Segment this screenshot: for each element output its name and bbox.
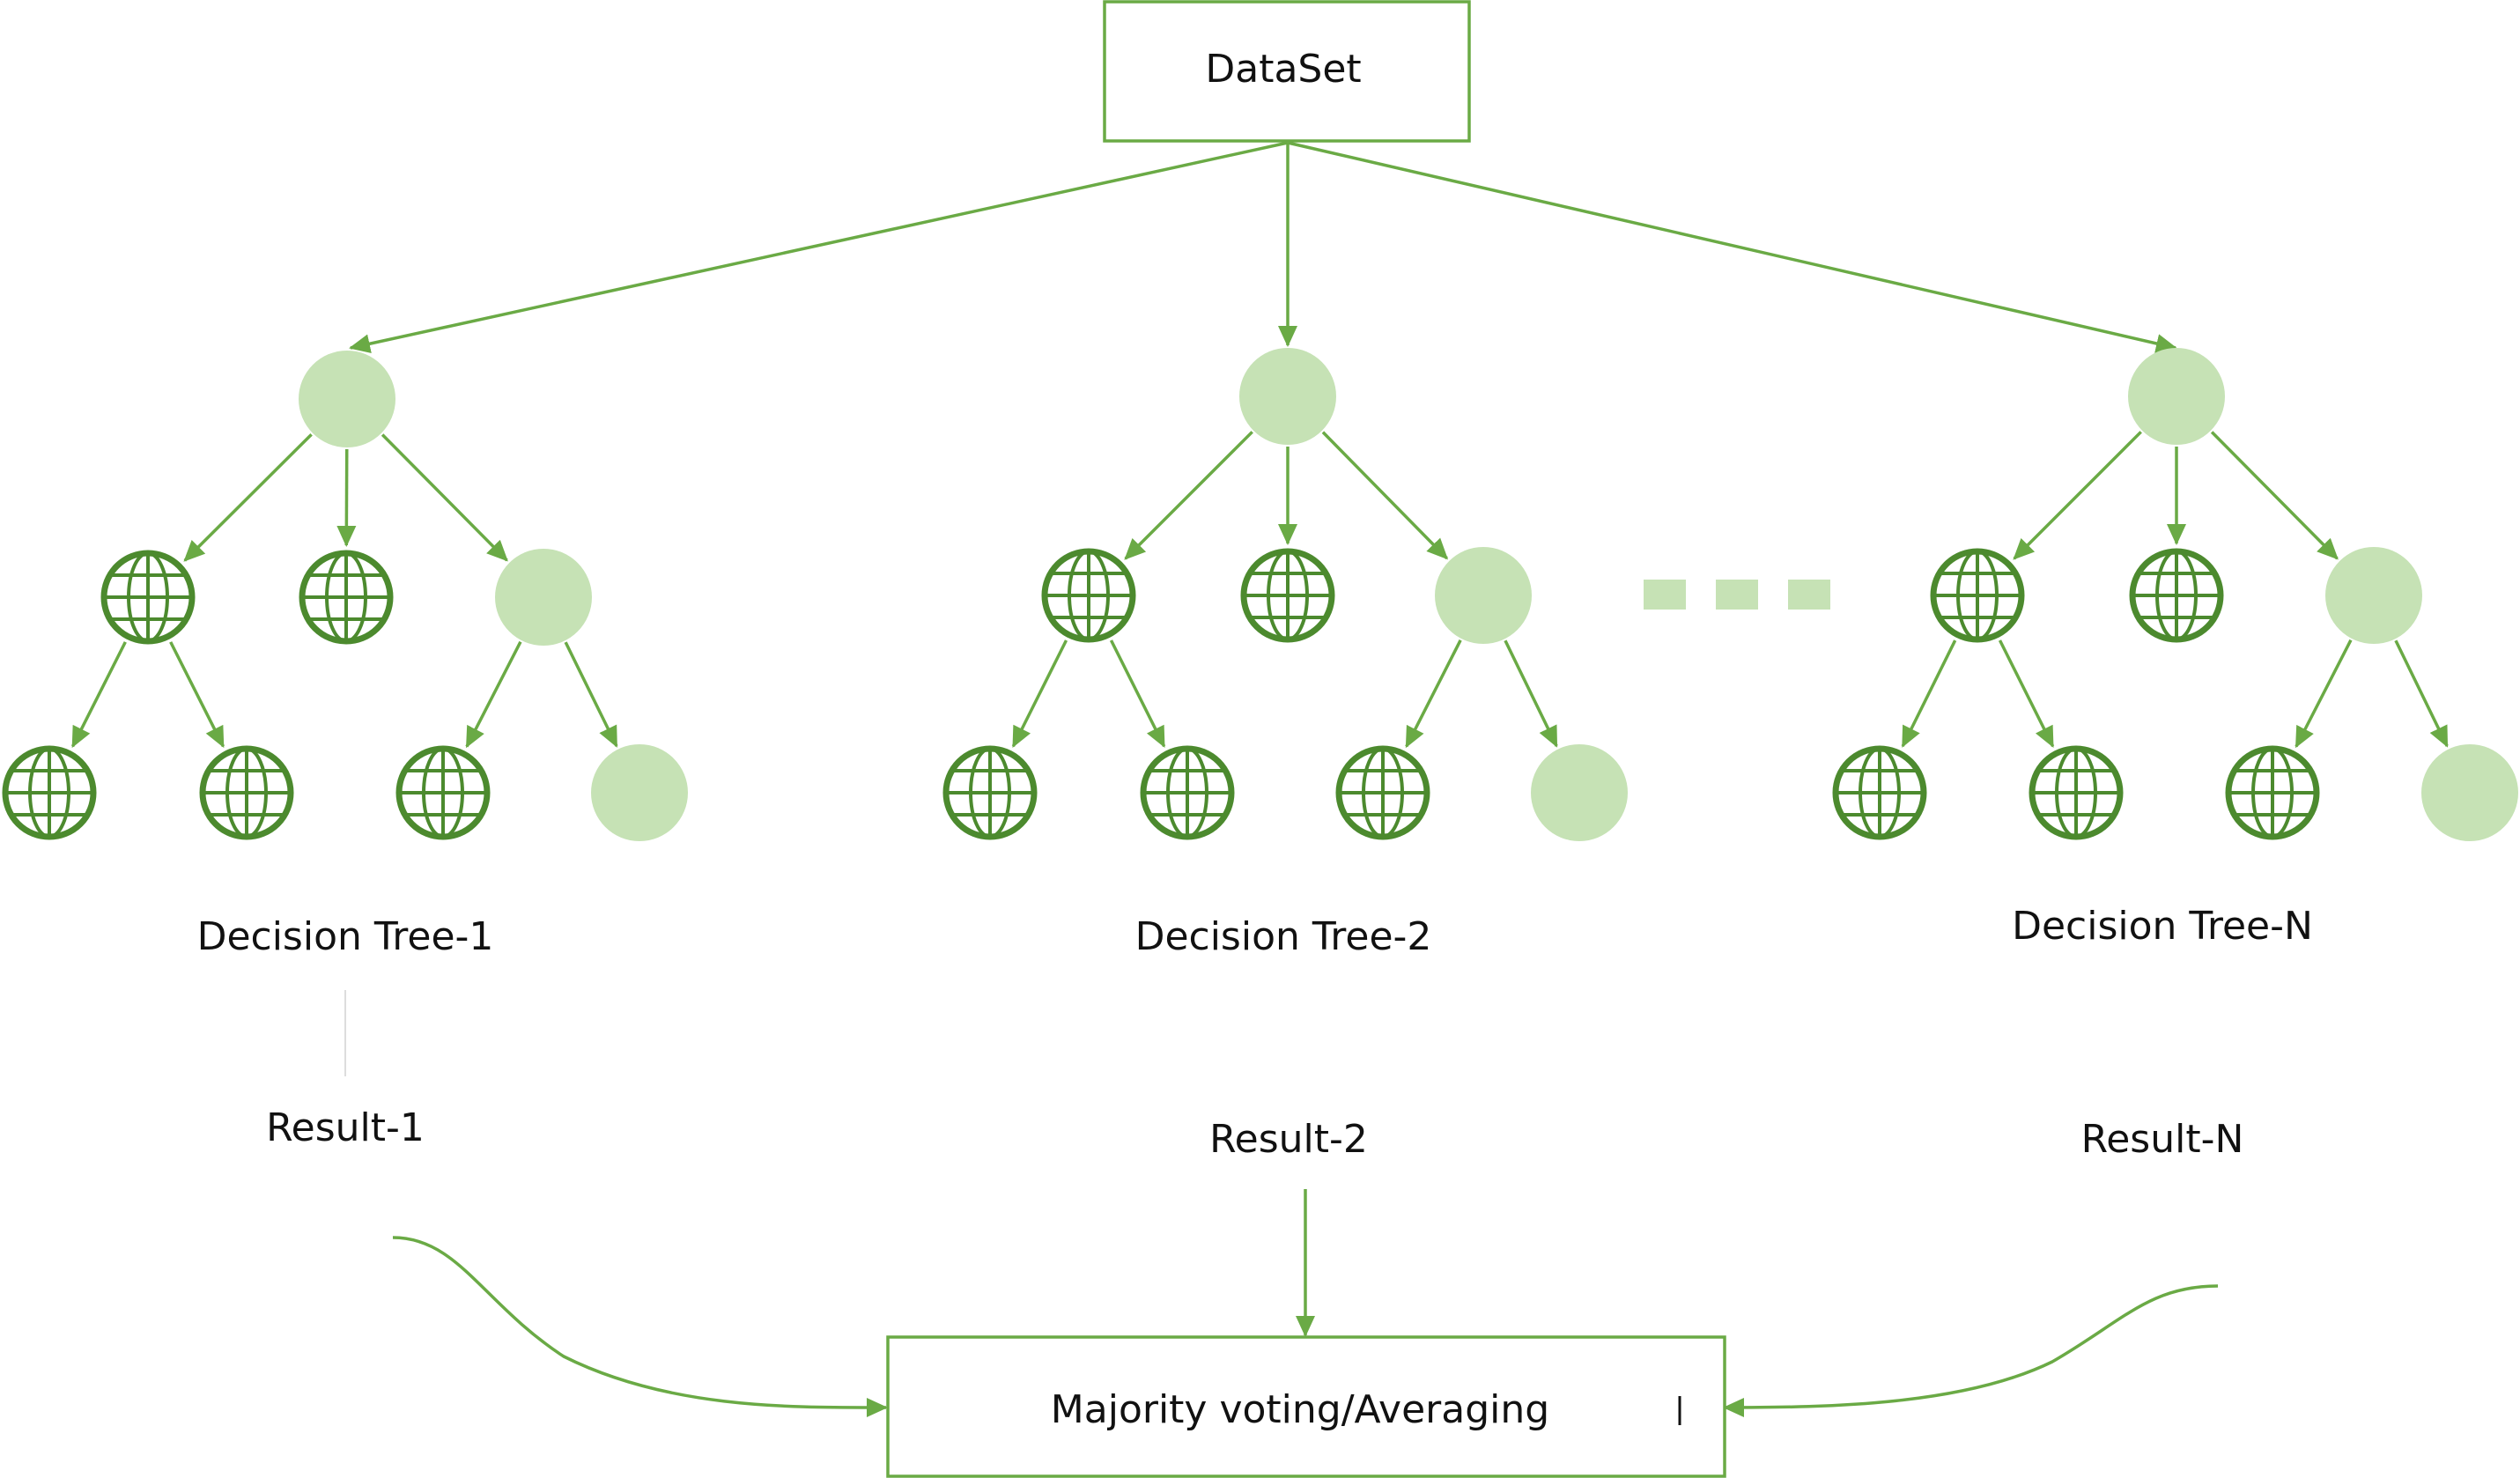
tree-edge <box>1124 431 1253 560</box>
leaf-node <box>1531 744 1628 841</box>
globe-icon <box>299 550 394 645</box>
ellipsis-dash <box>1716 580 1758 610</box>
internal-node <box>1435 547 1532 644</box>
tree-edge <box>183 432 313 562</box>
root-node <box>2128 348 2225 445</box>
tree-edge <box>381 433 508 562</box>
leaf-node <box>2421 744 2518 841</box>
tree-edge <box>2295 639 2353 749</box>
tree-edge <box>1405 639 1462 749</box>
globe-icon <box>2029 745 2124 840</box>
root-node <box>299 351 395 447</box>
tree-edge <box>2013 431 2142 560</box>
globe-icon <box>1335 745 1430 840</box>
result-edges <box>392 1189 2219 1418</box>
tree-edge <box>564 641 618 748</box>
tree-edge <box>1901 639 1957 748</box>
ellipsis-dash <box>1644 580 1686 610</box>
tree-edge <box>1109 639 1166 749</box>
internal-node <box>495 549 592 646</box>
globe-icon <box>2129 548 2224 643</box>
globe-icon <box>1240 548 1335 643</box>
internal-node <box>2325 547 2422 644</box>
result-1-curve <box>392 1236 888 1418</box>
globe-icon <box>2 745 97 840</box>
ellipsis-dashes <box>1644 580 1830 610</box>
result-label-n: Result-N <box>2081 1117 2244 1162</box>
globe-icon <box>395 745 491 840</box>
tree-edge <box>1321 431 1449 560</box>
leaf-node <box>591 744 688 841</box>
globe-icon <box>2225 745 2320 840</box>
trees-group <box>2 348 2518 841</box>
globe-icon <box>199 745 294 840</box>
dataset-edges <box>349 141 2177 354</box>
aggregator-label: Majority voting/Averaging <box>1051 1387 1549 1432</box>
dataset-label: DataSet <box>1205 47 1361 92</box>
tree-label-n: Decision Tree-N <box>2012 904 2313 949</box>
root-node <box>1239 348 1336 445</box>
aggregator-box: Majority voting/Averaging <box>886 1335 1726 1478</box>
globe-icon <box>942 745 1038 840</box>
result-n-curve <box>1723 1284 2219 1417</box>
tree-edge <box>2394 639 2449 748</box>
result-label-1: Result-1 <box>266 1105 425 1150</box>
globe-icon <box>1140 745 1235 840</box>
tree-label-2: Decision Tree-2 <box>1135 914 1432 959</box>
tree-edge <box>1504 639 1558 748</box>
globe-icon <box>100 550 196 645</box>
globe-icon <box>1041 548 1136 643</box>
tree-edge <box>1011 639 1068 749</box>
tree-edge <box>71 641 127 749</box>
dataset-box: DataSet <box>1103 0 1471 143</box>
tree-label-1: Decision Tree-1 <box>197 914 494 959</box>
tree-edge <box>1998 639 2055 749</box>
ellipsis-dash <box>1788 580 1830 610</box>
tree-edge <box>169 641 225 749</box>
tree-edge <box>2210 431 2339 560</box>
tree-edge <box>465 640 522 749</box>
globe-icon <box>1832 745 1927 840</box>
result-label-2: Result-2 <box>1209 1117 1368 1162</box>
globe-icon <box>1930 548 2025 643</box>
